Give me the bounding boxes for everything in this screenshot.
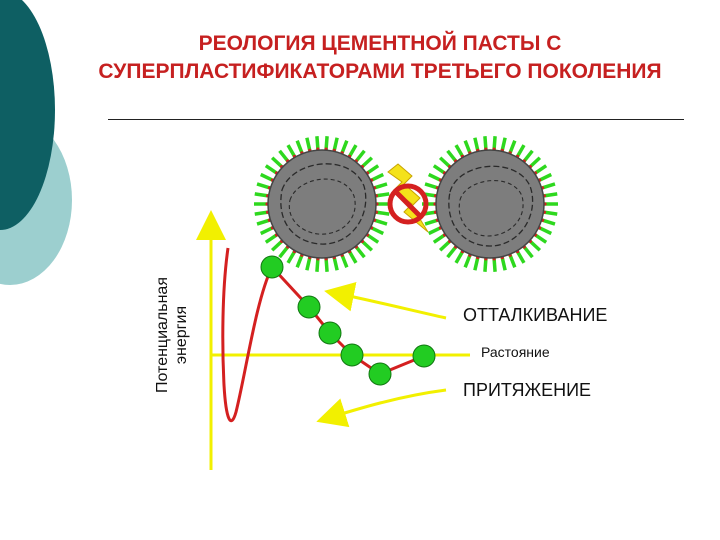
particle-right xyxy=(422,136,558,272)
curve-point-3 xyxy=(319,322,341,344)
energy-axis-label-line-1: Потенциальная xyxy=(153,235,172,435)
curve-point-5 xyxy=(369,363,391,385)
curve-point-2 xyxy=(298,296,320,318)
repulsion-arrow xyxy=(330,292,446,318)
curve-point-4 xyxy=(341,344,363,366)
curve-point-1 xyxy=(261,256,283,278)
attraction-arrow xyxy=(322,390,446,420)
repulsion-label: ОТТАЛКИВАНИЕ xyxy=(463,305,607,326)
energy-axis-label: Потенциальная энергия xyxy=(153,235,191,435)
cement-grain-left xyxy=(268,150,376,258)
energy-axis-label-line-2: энергия xyxy=(172,235,191,435)
distance-axis-label: Растояние xyxy=(481,344,550,360)
particle-left xyxy=(254,136,390,272)
attraction-label: ПРИТЯЖЕНИЕ xyxy=(463,380,591,401)
curve-point-6 xyxy=(413,345,435,367)
